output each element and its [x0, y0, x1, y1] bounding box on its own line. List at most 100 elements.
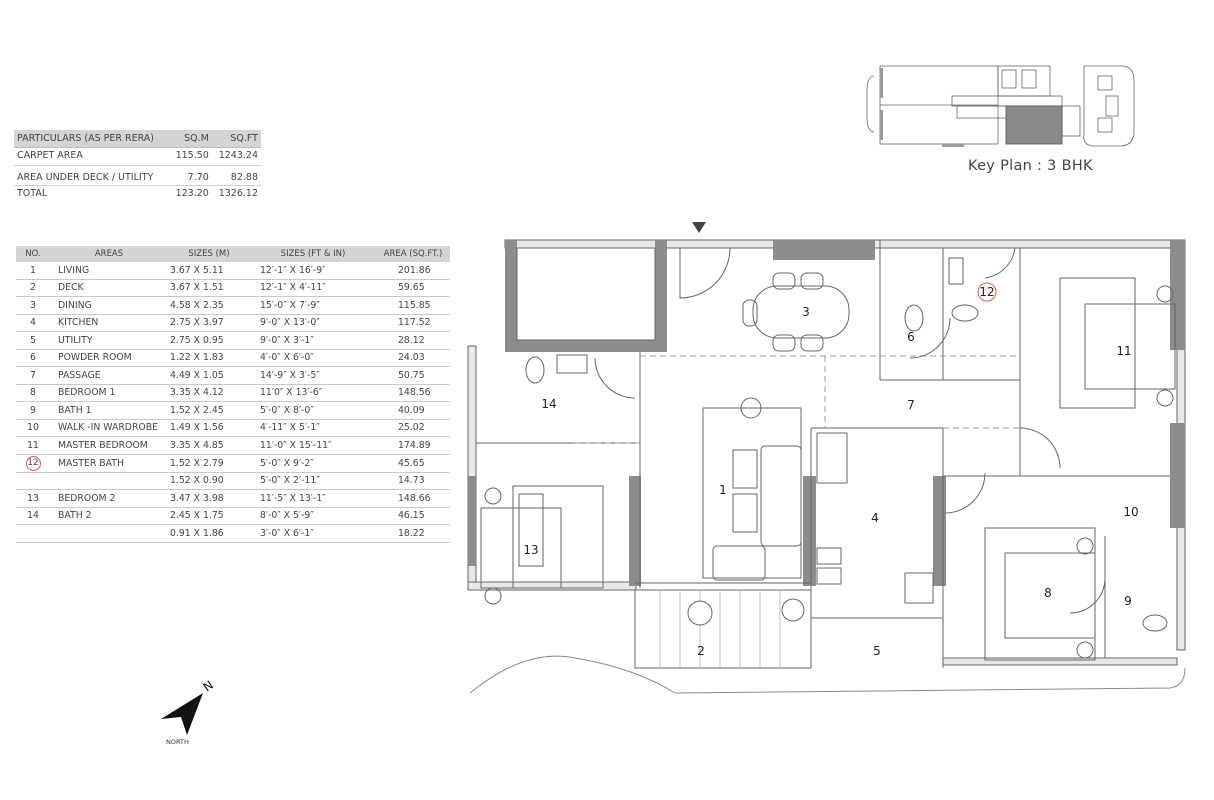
entrance-arrow-icon [692, 222, 706, 233]
size-meters: 1.52 X 0.90 [168, 472, 250, 490]
size-feet: 9′-0″ X 3′-1″ [250, 331, 376, 350]
room-name: PASSAGE [50, 366, 168, 385]
row-number: 7 [16, 366, 50, 385]
key-plan-drawing [866, 65, 1135, 147]
size-meters: 4.49 X 1.05 [168, 366, 250, 385]
row-number: 8 [16, 384, 50, 402]
size-meters: 3.67 X 1.51 [168, 279, 250, 297]
room-name: BATH 1 [50, 401, 168, 420]
room-label-13: 13 [523, 543, 538, 557]
room-label-5: 5 [873, 644, 881, 658]
north-letter: N [201, 678, 216, 695]
key-plan-tower-b [1083, 65, 1135, 147]
room-label-1: 1 [719, 483, 727, 497]
room-name: MASTER BATH [50, 454, 168, 473]
wall-south-bedroom2 [467, 581, 637, 591]
size-meters: 2.75 X 0.95 [168, 331, 250, 350]
rera-area-table: PARTICULARS (AS PER RERA) SQ.M SQ.FT CAR… [14, 130, 261, 201]
dining-table [752, 285, 850, 339]
area-sqft: 45.65 [376, 454, 450, 473]
row-number: 6 [16, 349, 50, 367]
size-feet: 11′0″ X 13′-6″ [250, 384, 376, 402]
deck-area [634, 589, 812, 669]
areas-header-row: NO. AREAS SIZES (M) SIZES (FT & IN) AREA… [16, 246, 450, 262]
room-name [50, 524, 168, 543]
area-sqft: 24.03 [376, 349, 450, 367]
rera-sqm: 123.20 [175, 188, 209, 199]
room-name: UTILITY [50, 331, 168, 350]
room-name: KITCHEN [50, 314, 168, 332]
room-label-14: 14 [541, 397, 556, 411]
north-label: NORTH [166, 738, 189, 746]
room-name: BEDROOM 2 [50, 489, 168, 508]
rera-header-sqft: SQ.FT [211, 130, 261, 148]
size-feet: 12′-1″ X 4′-11″ [250, 279, 376, 297]
size-meters: 2.75 X 3.97 [168, 314, 250, 332]
size-meters: 3.35 X 4.12 [168, 384, 250, 402]
size-meters: 3.47 X 3.98 [168, 489, 250, 508]
row-number [16, 472, 50, 490]
rera-row-deck-utility: AREA UNDER DECK / UTILITY 7.70 82.88 [14, 165, 261, 186]
wall-south-bedroom1 [942, 657, 1178, 666]
size-feet: 14′-9″ X 3′-5″ [250, 366, 376, 385]
row-number: 11 [16, 436, 50, 455]
room-label-7: 7 [907, 398, 915, 412]
rera-header-row: PARTICULARS (AS PER RERA) SQ.M SQ.FT [14, 130, 261, 148]
site-boundary [469, 655, 1186, 694]
size-feet: 4′-0″ X 6′-0″ [250, 349, 376, 367]
room-name: BEDROOM 1 [50, 384, 168, 402]
room-label-3: 3 [802, 305, 810, 319]
size-meters: 4.58 X 2.35 [168, 296, 250, 315]
area-sqft: 117.52 [376, 314, 450, 332]
area-sqft: 115.85 [376, 296, 450, 315]
room-name: WALK -IN WARDROBE [50, 419, 168, 437]
area-sqft: 50.75 [376, 366, 450, 385]
room-areas-table: NO. AREAS SIZES (M) SIZES (FT & IN) AREA… [16, 246, 450, 543]
room-label-11: 11 [1116, 344, 1131, 358]
size-feet: 5′-0″ X 2′-11″ [250, 472, 376, 490]
floor-plan: 1 2 3 4 5 6 7 8 9 10 11 12 13 14 [467, 222, 1186, 694]
area-sqft: 40.09 [376, 401, 450, 420]
row-number: 2 [16, 279, 50, 297]
room-label-2: 2 [697, 644, 705, 658]
rera-sqm: 7.70 [169, 165, 212, 186]
rera-header-sqm: SQ.M [169, 130, 212, 148]
row-number: 4 [16, 314, 50, 332]
size-meters: 1.52 X 2.79 [168, 454, 250, 473]
size-feet: 9′-0″ X 13′-0″ [250, 314, 376, 332]
key-plan-label: Key Plan : 3 BHK [968, 158, 1093, 174]
row-number: 5 [16, 331, 50, 350]
room-label-12: 12 [979, 285, 994, 299]
rera-sqm: 115.50 [169, 147, 212, 166]
size-feet: 5′-0″ X 8′-0″ [250, 401, 376, 420]
size-meters: 3.67 X 5.11 [168, 262, 250, 280]
room-label-4: 4 [871, 511, 879, 525]
rera-header-particulars: PARTICULARS (AS PER RERA) [14, 130, 170, 148]
room-name: MASTER BEDROOM [50, 436, 168, 455]
header-sizes-ft: SIZES (FT & IN) [250, 246, 376, 262]
row-number: 12 [16, 454, 50, 473]
rera-sqft: 1243.24 [211, 147, 261, 166]
row-number: 13 [16, 489, 50, 508]
rera-sqft: 82.88 [211, 165, 261, 186]
area-sqft: 59.65 [376, 279, 450, 297]
entrance-door [679, 247, 731, 299]
size-feet: 15′-0″ X 7′-9″ [250, 296, 376, 315]
room-name: DINING [50, 296, 168, 315]
rera-label: TOTAL [17, 188, 48, 199]
area-sqft: 28.12 [376, 331, 450, 350]
room-label-6: 6 [907, 330, 915, 344]
